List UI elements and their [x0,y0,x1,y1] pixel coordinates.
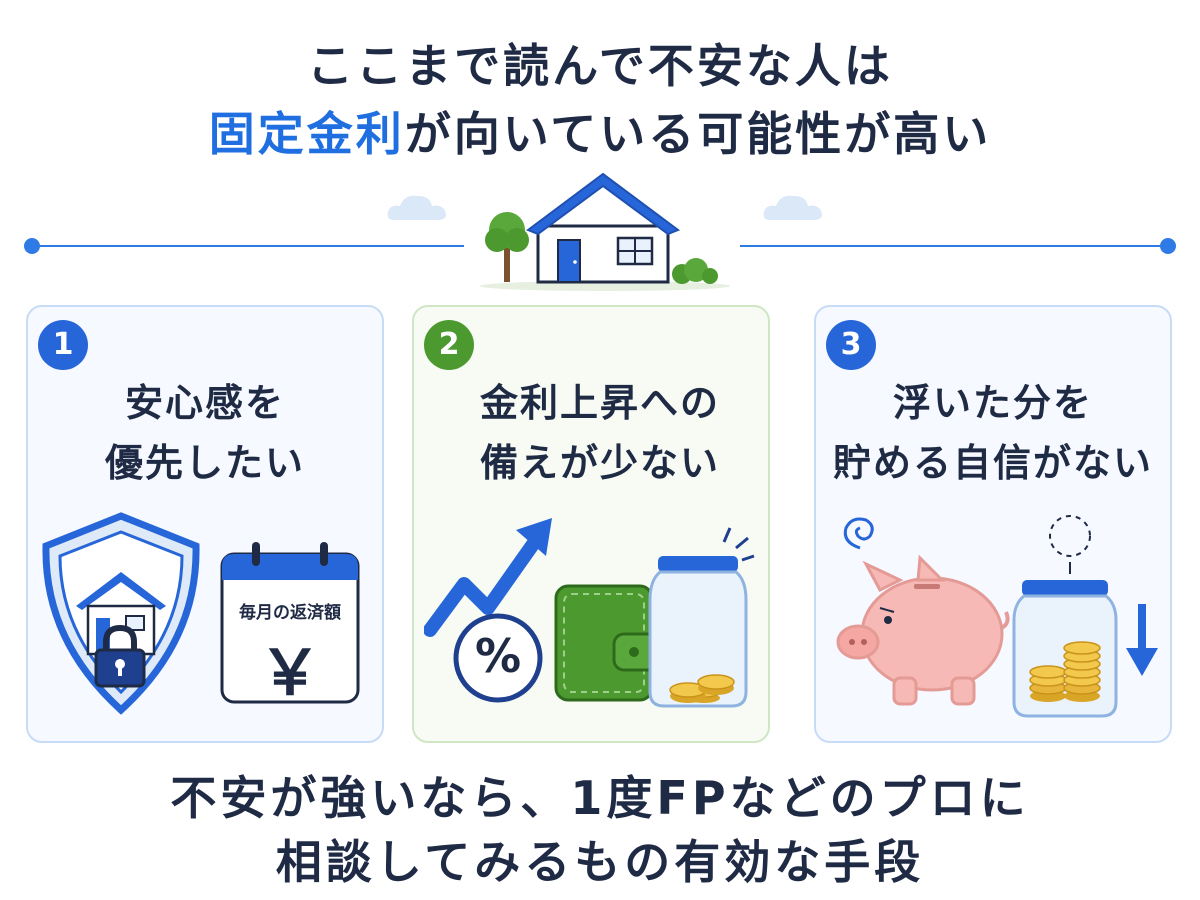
piggy-bank-icon [836,554,1010,706]
headline-accent: 固定金利 [208,107,405,161]
calendar-icon [220,542,360,704]
calendar-label: 毎月の返済額 [239,603,341,623]
card-2-title-line2: 備えが少ない [479,441,720,485]
card-3-title-line1: 浮いた分を [892,381,1093,425]
card-1-title-line2: 優先したい [104,441,305,485]
card-1-number-badge: 1 [38,320,88,370]
headline-line1: ここまで読んで不安な人は [307,39,893,93]
lock-icon [94,624,146,688]
down-arrow-icon [1126,604,1158,676]
divider-left-line [32,245,464,247]
coins-icon [669,674,735,703]
divider-right-line [740,245,1168,247]
percent-icon [453,613,543,703]
yen-symbol: ￥ [258,636,321,709]
rising-arrow-icon [424,518,552,637]
house-icon [480,172,730,291]
card-2-title-line1: 金利上昇への [479,381,720,425]
coins-icon [1029,641,1101,702]
headline-rest: が向いている可能性が高い [404,107,992,161]
card-1-title-line1: 安心感を [124,381,285,425]
headline-line2: 固定金利が向いている可能性が高い [0,106,1200,162]
percent-symbol: % [474,629,522,683]
card-3-title-line2: 貯める自信がない [832,441,1153,485]
divider-right-dot [1160,238,1176,254]
footer-line1: 不安が強いなら、1度FPなどのプロに [170,771,1030,825]
dizzy-icon [843,517,874,550]
card-3-number-badge: 3 [826,320,876,370]
card-2-number-badge: 2 [424,320,474,370]
shield-house-icon [42,512,200,715]
cloud-icon [763,195,822,220]
footer-line2: 相談してみるもの有効な手段 [275,835,925,889]
wallet-icon [554,584,660,702]
cloud-icon [387,195,446,220]
